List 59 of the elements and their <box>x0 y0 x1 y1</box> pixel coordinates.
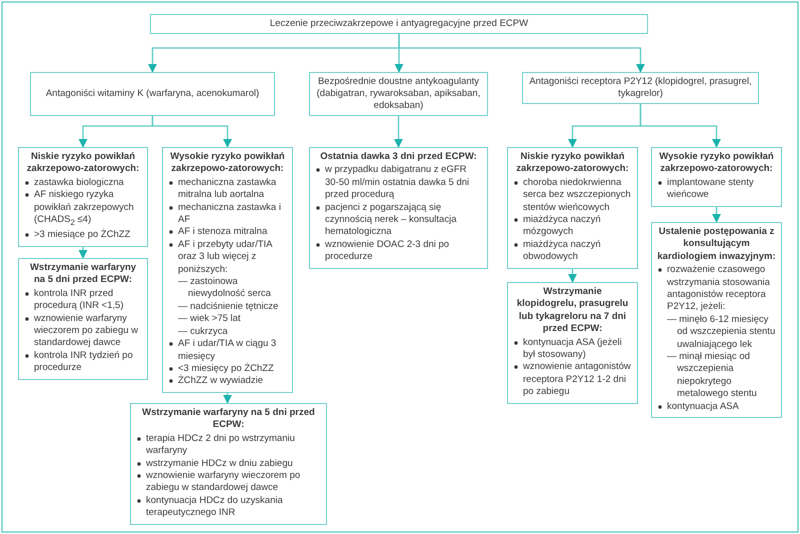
process-box <box>18 258 148 380</box>
box-heading: Wstrzymanie klopidogrelu, prasugrelu lub tykagreloru na 7 dni przed ECPW: <box>516 286 630 336</box>
arrow <box>394 116 404 148</box>
list-item: AF i przebyty udar/TIA oraz 3 lub więcej z poniższych: <box>168 238 287 276</box>
list-item: — nadciśnienie tętnicze <box>177 300 280 314</box>
box-heading: Ustalenie postępowania z konsultującym kardiologiem inwazyjnym: <box>657 226 776 264</box>
list-item: AF i stenoza mitralna <box>168 226 287 239</box>
arrow <box>640 104 722 148</box>
list-item: kontynuacja ASA (jeżeli był stosowany) <box>513 336 632 362</box>
list-item: — minęło 6-12 miesięcy od wszczepienia stentu uwalniającego lek <box>666 314 776 352</box>
arrow <box>568 268 578 283</box>
list-item: zastawka biologiczna <box>24 176 142 190</box>
box-heading: Wysokie ryzyko powikłań zakrzepowo-zatorowych: <box>658 151 775 176</box>
list-item: — wiek >75 lat <box>177 313 242 326</box>
list-item: kontrola INR tydzień po procedurze <box>24 350 142 375</box>
list-item: wznowienie antagonistów receptora P2Y12 1-2 dni po zabiegu <box>513 361 632 399</box>
list-item: >3 miesiące po ŻChZZ <box>24 229 142 242</box>
list-item: wznowienie DOAC 2-3 dni po procedurze <box>315 238 482 264</box>
list-item: wstrzymanie HDCz w dniu zabiegu <box>136 458 321 470</box>
list-item: rozważenie czasowego wstrzymania stosowania antagonistów receptora P2Y12, jeżeli: <box>657 264 776 314</box>
box-heading: Wstrzymanie warfaryny na 5 dni przed ECPW: <box>28 262 138 287</box>
arrow <box>712 206 722 223</box>
list-item: AF niskiego ryzyka powikłań zakrzepowych (CHADS$_{2}$ ≤4) <box>24 189 142 230</box>
list-item: AF i udar/TIA w ciągu 3 miesięcy <box>168 338 287 363</box>
list-item: kontrola INR przed procedurą (INR <1,5) <box>24 288 142 313</box>
box-heading: Ostatnia dawka 3 dni przed ECPW: <box>319 151 478 164</box>
process-box <box>507 282 638 404</box>
list-item: miażdżyca naczyń obwodowych <box>513 238 632 264</box>
process-box <box>507 147 638 269</box>
list-item: <3 miesięcy po ŻChZZ <box>168 362 287 376</box>
arrow <box>152 116 232 148</box>
process-box <box>162 147 293 393</box>
process-box <box>18 147 148 247</box>
process-box <box>651 147 782 207</box>
box-label: Antagoniści receptora P2Y12 (klopidogrel, prasugrel, tykagrelor) <box>528 76 753 100</box>
process-box <box>150 14 648 34</box>
arrow <box>78 246 88 259</box>
list-item: — cukrzyca <box>177 326 229 338</box>
process-box <box>130 403 327 525</box>
box-label: Antagoniści witaminy K (warfaryna, acenokumarol) <box>46 88 260 100</box>
box-heading: Wstrzymanie warfaryny na 5 dni przed ECPW: <box>141 407 316 432</box>
process-box <box>30 72 275 116</box>
process-box <box>309 147 488 269</box>
box-label: Leczenie przeciwzakrzepowe i antyagregacyjne przed ECPW <box>270 18 528 30</box>
process-box <box>522 72 759 104</box>
list-item: kontynuacja HDCz do uzyskania terapeutycznego INR <box>136 494 321 520</box>
box-label: Bezpośrednie doustne antykoagulanty (dabigatran, rywaroksaban, apiksaban, edoksaban) <box>316 76 482 112</box>
box-heading: Wysokie ryzyko powikłań zakrzepowo-zatorowych: <box>169 151 286 176</box>
box-heading: Niskie ryzyko powikłań zakrzepowo-zatorowych: <box>26 151 140 176</box>
list-item: mechaniczna zastawka i AF <box>168 202 287 226</box>
list-item: kontynuacja ASA <box>657 400 776 414</box>
list-item: — zastoinowa niewydolność serca <box>177 276 272 301</box>
arrow <box>398 34 646 73</box>
arrow <box>222 392 232 404</box>
list-item: implantowane stenty wieńcowe <box>657 176 776 202</box>
box-heading: Niskie ryzyko powikłań zakrzepowo-zatorowych: <box>515 151 630 176</box>
process-box <box>651 222 782 418</box>
list-item: ŻChZZ w wywiadzie <box>168 375 287 388</box>
process-box <box>309 72 488 116</box>
